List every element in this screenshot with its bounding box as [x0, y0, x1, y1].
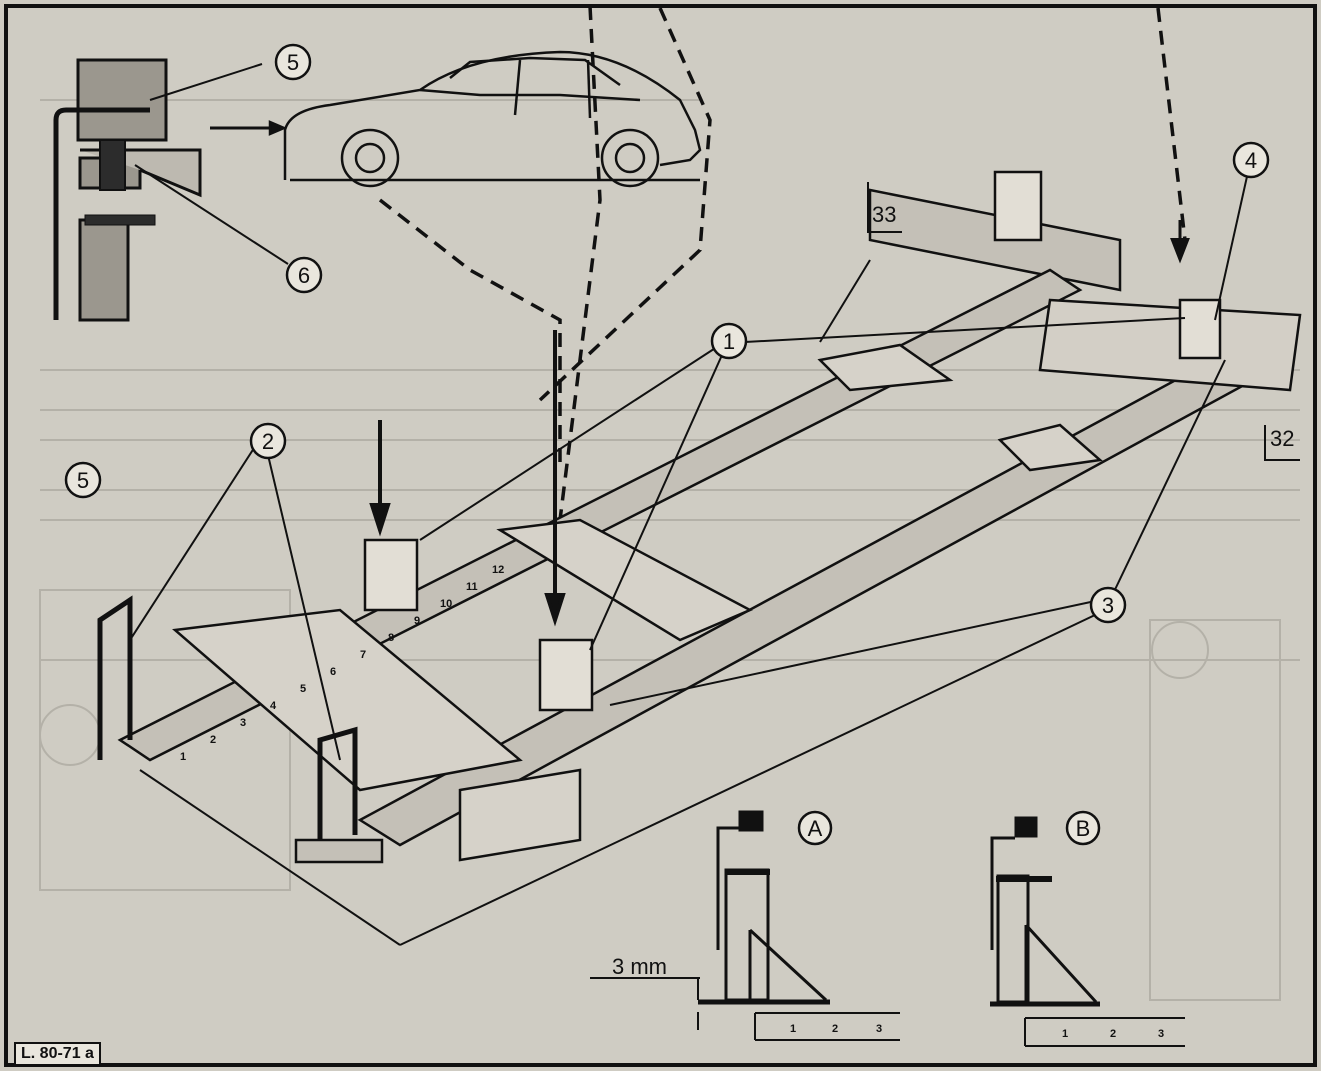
rail-number: 9 — [414, 615, 420, 627]
car-illustration — [210, 5, 1187, 521]
detail-b-label: B — [1076, 816, 1091, 841]
rail-number: 10 — [440, 598, 452, 610]
scale-b-1: 1 — [1062, 1028, 1068, 1040]
support-towers — [97, 170, 1222, 864]
callout-5-top: 5 — [287, 50, 299, 75]
scale-b-2: 2 — [1110, 1028, 1116, 1040]
scale-a-3: 3 — [876, 1023, 882, 1035]
rail-number: 6 — [330, 666, 336, 678]
callout-5-left: 5 — [77, 468, 89, 493]
edge-tabs — [867, 182, 1300, 461]
callout-5-left-circle — [64, 461, 102, 499]
callout-4: 4 — [1245, 148, 1257, 173]
figure-frame — [4, 4, 1317, 1067]
scale-a-1: 1 — [790, 1023, 796, 1035]
detail-a-label: A — [808, 816, 823, 841]
edge-label-left: 33 — [872, 202, 896, 227]
rail-number: 5 — [300, 683, 306, 695]
callout-2-circle — [249, 422, 287, 460]
leader-lines — [129, 63, 1249, 946]
callout-circles — [64, 43, 1270, 846]
callout-6: 6 — [298, 263, 310, 288]
rail-number: 12 — [492, 564, 504, 576]
dimension-label: 3 mm — [612, 954, 667, 979]
callout-5-top-circle — [274, 43, 312, 81]
rail-number: 8 — [388, 632, 394, 644]
scale-a-2: 2 — [832, 1023, 838, 1035]
rail-number: 7 — [360, 649, 366, 661]
bench-frame — [117, 188, 1302, 862]
downward-arrows — [369, 220, 1190, 627]
detail-b-circle — [1065, 810, 1101, 846]
rail-numbers: 1 2 3 4 5 6 7 8 9 10 11 12 — [180, 564, 504, 763]
detail-a-circle — [797, 810, 833, 846]
rail-number: 11 — [466, 581, 478, 593]
edge-label-right: 32 — [1270, 426, 1294, 451]
callout-4-circle — [1232, 141, 1270, 179]
rail-number: 4 — [270, 700, 277, 712]
callout-3-circle — [1089, 586, 1127, 624]
rail-number: 3 — [240, 717, 246, 729]
callout-6-circle — [285, 256, 323, 294]
rail-number: 1 — [180, 751, 186, 763]
rail-number: 2 — [210, 734, 216, 746]
figure-id-label: L. 80-71 a — [14, 1042, 101, 1066]
detail-a-jig — [590, 810, 900, 1041]
scale-b-3: 3 — [1158, 1028, 1164, 1040]
callout-3: 3 — [1102, 593, 1114, 618]
callout-1-circle — [710, 322, 748, 360]
callout-2: 2 — [262, 429, 274, 454]
detail-b-jig — [990, 816, 1185, 1047]
background-ghost — [39, 99, 1300, 1001]
callout-1: 1 — [723, 329, 735, 354]
